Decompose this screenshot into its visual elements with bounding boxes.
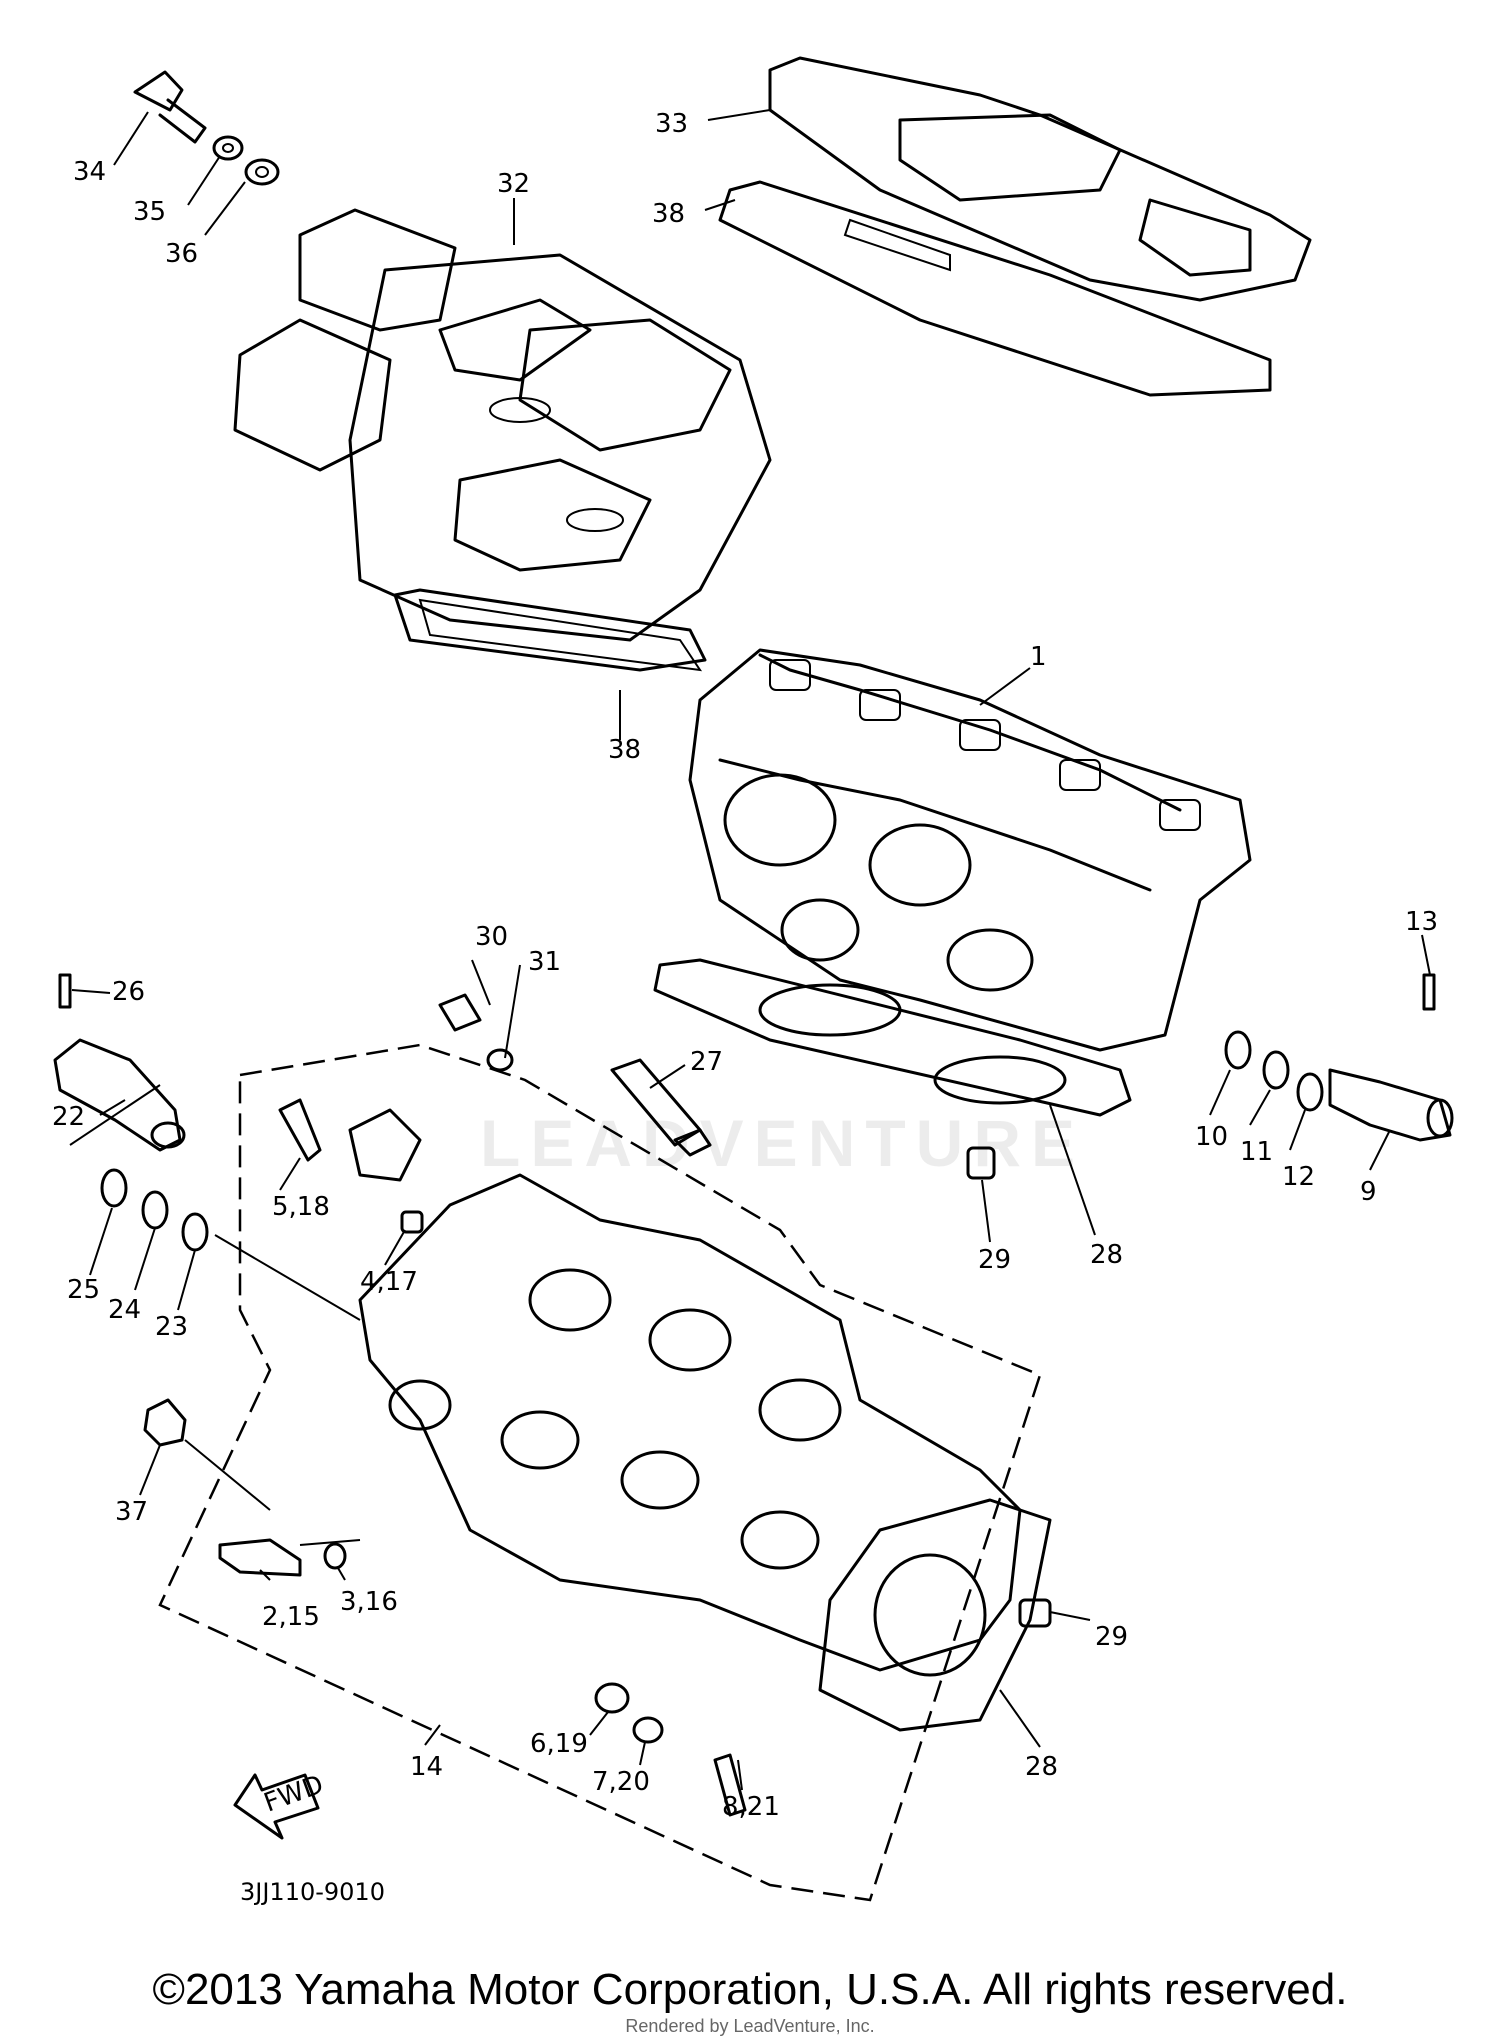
dowel-29-drawing bbox=[966, 1146, 1052, 1628]
callout-25: 25 bbox=[67, 1275, 100, 1305]
callout-30: 30 bbox=[475, 922, 508, 952]
callout-7-20: 7,20 bbox=[592, 1767, 650, 1797]
camshaft-22-drawing bbox=[53, 973, 186, 1152]
callout-27: 27 bbox=[690, 1047, 723, 1077]
callout-labels: 34 35 36 32 33 38 38 1 30 31 26 22 27 13… bbox=[52, 109, 1438, 1822]
callout-10: 10 bbox=[1195, 1122, 1228, 1152]
orings-25-24-23-drawing bbox=[100, 1168, 209, 1252]
callout-32: 32 bbox=[497, 169, 530, 199]
parts-2-15-3-16-drawing bbox=[218, 1538, 347, 1577]
bolt-34-drawing bbox=[133, 70, 280, 186]
callout-6-19: 6,19 bbox=[530, 1729, 588, 1759]
callout-29-upper: 29 bbox=[978, 1245, 1011, 1275]
callout-9: 9 bbox=[1360, 1177, 1377, 1207]
head-gasket-28-lower-drawing bbox=[818, 1498, 1052, 1732]
callout-33: 33 bbox=[655, 109, 688, 139]
callout-38-upper: 38 bbox=[652, 199, 685, 229]
watermark: LEADVENTURE bbox=[480, 1106, 1086, 1180]
callout-12: 12 bbox=[1282, 1162, 1315, 1192]
leader-lines bbox=[69, 109, 1431, 1791]
callout-11: 11 bbox=[1240, 1137, 1273, 1167]
parts-30-31-drawing bbox=[438, 993, 514, 1072]
spark-plug-27-drawing bbox=[610, 1058, 712, 1157]
callout-5-18: 5,18 bbox=[272, 1192, 330, 1222]
callout-3-16: 3,16 bbox=[340, 1587, 398, 1617]
head-gasket-28-drawing bbox=[653, 958, 1132, 1117]
callout-34: 34 bbox=[73, 157, 106, 187]
parts-6-19-7-20-8-21-drawing bbox=[594, 1682, 747, 1817]
callout-14: 14 bbox=[410, 1752, 443, 1782]
parts-5-18-4-17-drawing bbox=[278, 1098, 424, 1234]
callout-38-lower: 38 bbox=[608, 735, 641, 765]
callout-28-lower: 28 bbox=[1025, 1752, 1058, 1782]
cylinder-head-cover-32-drawing bbox=[233, 208, 772, 672]
callout-36: 36 bbox=[165, 239, 198, 269]
callout-23: 23 bbox=[155, 1312, 188, 1342]
callout-31: 31 bbox=[528, 947, 561, 977]
copyright-notice: ©2013 Yamaha Motor Corporation, U.S.A. A… bbox=[152, 1965, 1348, 2014]
callout-24: 24 bbox=[108, 1295, 141, 1325]
orings-10-11-12-drawing bbox=[1224, 1030, 1324, 1112]
callout-37: 37 bbox=[115, 1497, 148, 1527]
callout-22: 22 bbox=[52, 1102, 85, 1132]
callout-35: 35 bbox=[133, 197, 166, 227]
gasket-38-drawing bbox=[393, 588, 707, 672]
forward-arrow-icon: FWD bbox=[233, 1770, 327, 1840]
callout-29-lower: 29 bbox=[1095, 1622, 1128, 1652]
cylinder-head-cover-33-drawing bbox=[718, 56, 1312, 397]
part-37-drawing bbox=[143, 1398, 187, 1447]
callout-28-upper: 28 bbox=[1090, 1240, 1123, 1270]
callout-26: 26 bbox=[112, 977, 145, 1007]
rendered-by-notice: Rendered by LeadVenture, Inc. bbox=[625, 2016, 875, 2036]
callout-13: 13 bbox=[1405, 907, 1438, 937]
callout-1: 1 bbox=[1030, 642, 1047, 672]
fwd-label: FWD bbox=[260, 1770, 327, 1819]
diagram-code: 3JJ110-9010 bbox=[240, 1878, 385, 1906]
callout-4-17: 4,17 bbox=[360, 1267, 418, 1297]
cylinder-head-1-drawing bbox=[688, 648, 1252, 1052]
callout-2-15: 2,15 bbox=[262, 1602, 320, 1632]
camshaft-9-drawing bbox=[1328, 973, 1454, 1142]
callout-8-21: 8,21 bbox=[722, 1792, 780, 1822]
